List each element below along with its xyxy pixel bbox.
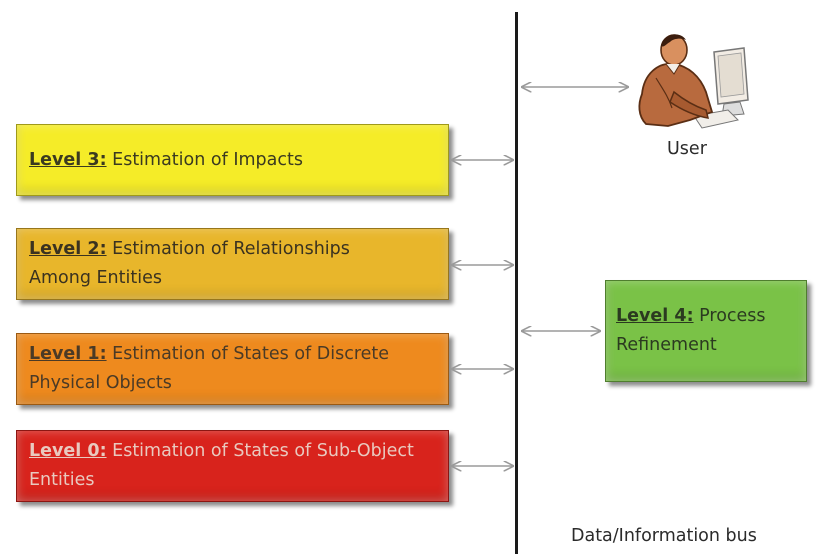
- level-0-text: Estimation of States of Sub-Object: [112, 441, 414, 461]
- level-0-text-line2: Entities: [29, 470, 95, 490]
- person-at-computer-icon: [638, 34, 749, 129]
- level-1-text: Estimation of States of Discrete: [112, 344, 390, 364]
- level-0-tag: Level 0:: [29, 441, 107, 461]
- level-2-box: Level 2: Estimation of Relationships Amo…: [16, 228, 449, 300]
- level-4-tag: Level 4:: [616, 306, 694, 326]
- level-2-text-line2: Among Entities: [29, 268, 162, 288]
- user-label: User: [667, 139, 707, 159]
- level-0-box: Level 0: Estimation of States of Sub-Obj…: [16, 430, 449, 502]
- level-4-text-line2: Refinement: [616, 335, 717, 355]
- level-2-tag: Level 2:: [29, 239, 107, 259]
- data-bus-label: Data/Information bus: [571, 526, 757, 546]
- level-3-box: Level 3: Estimation of Impacts: [16, 124, 449, 196]
- level-3-text: Estimation of Impacts: [112, 149, 303, 170]
- level-4-box: Level 4: Process Refinement: [605, 280, 807, 382]
- data-bus-line: [515, 12, 518, 554]
- level-1-box: Level 1: Estimation of States of Discret…: [16, 333, 449, 405]
- level-3-tag: Level 3:: [29, 149, 107, 170]
- level-1-tag: Level 1:: [29, 344, 107, 364]
- level-1-text-line2: Physical Objects: [29, 373, 172, 393]
- level-2-text: Estimation of Relationships: [112, 239, 350, 259]
- level-4-text: Process: [699, 306, 766, 326]
